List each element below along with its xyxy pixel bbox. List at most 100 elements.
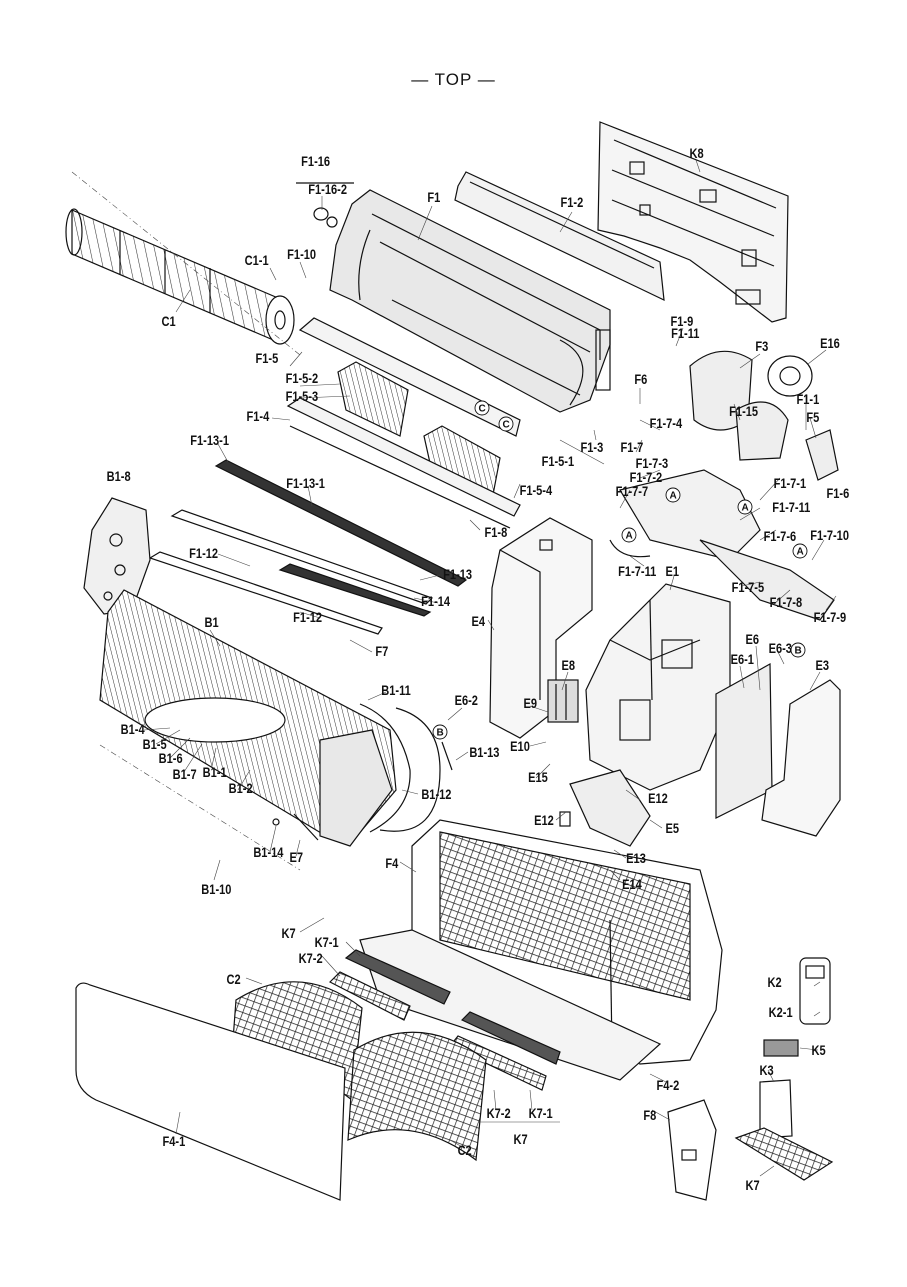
label-f1-7-1: F1-7-1	[774, 476, 807, 491]
label-f4-2: F4-2	[657, 1078, 680, 1093]
thermistor-b1-13	[441, 741, 453, 771]
label-e15: E15	[528, 770, 548, 785]
svg-text:C: C	[479, 404, 486, 415]
label-k7-1: K7-1	[529, 1106, 553, 1121]
label-f1-5-2: F1-5-2	[286, 371, 319, 386]
cover-f8	[667, 1099, 717, 1201]
label-e12-upper: E12	[648, 791, 668, 806]
label-f1-1: F1-1	[797, 392, 820, 407]
label-f1-7-9: F1-7-9	[814, 610, 847, 625]
label-f6: F6	[634, 372, 647, 387]
label-f7: F7	[375, 644, 388, 659]
label-f1-5-1: F1-5-1	[542, 454, 575, 469]
svg-text:B: B	[437, 728, 444, 739]
label-b1-6: B1-6	[159, 751, 183, 766]
label-f1-14: F1-14	[421, 594, 450, 609]
label-f1-3: F1-3	[581, 440, 604, 455]
label-f5: F5	[806, 410, 819, 425]
marker-b: B	[432, 724, 448, 740]
label-b1-14: B1-14	[253, 845, 283, 860]
label-e6-3: E6-3	[769, 641, 792, 656]
filter-k7-left	[328, 949, 561, 1091]
label-k2: K2	[768, 975, 782, 990]
label-k7-top: K7	[282, 926, 296, 941]
screw-b1-14	[272, 818, 280, 826]
evaporator-b1	[99, 589, 441, 847]
thermistor-e7	[293, 813, 319, 841]
label-f1-5-4: F1-5-4	[520, 483, 553, 498]
label-e14: E14	[622, 877, 642, 892]
remote-holder-k3	[759, 1079, 793, 1139]
label-f1-5-3: F1-5-3	[286, 389, 319, 404]
label-e16: E16	[820, 336, 840, 351]
leader-lines	[143, 159, 837, 1177]
front-panel-f4-1	[75, 982, 346, 1201]
svg-text:B: B	[795, 646, 802, 657]
label-c1-1: C1-1	[245, 253, 269, 268]
label-f1-12: F1-12	[293, 610, 322, 625]
label-k5: K5	[812, 1043, 826, 1058]
label-f4-1: F4-1	[163, 1134, 186, 1149]
bearing-f1-16	[296, 182, 354, 228]
svg-text:A: A	[742, 503, 749, 514]
marker-c: C	[474, 400, 490, 416]
label-e8: E8	[561, 658, 575, 673]
label-b1: B1	[205, 615, 219, 630]
svg-text:A: A	[797, 547, 804, 558]
label-f1-7-4: F1-7-4	[650, 416, 683, 431]
label-e7: E7	[289, 850, 303, 865]
label-k7-mid: K7	[514, 1132, 528, 1147]
label-e3: E3	[815, 658, 829, 673]
remote-control-k2	[799, 957, 831, 1025]
marker-a: A	[665, 487, 681, 503]
swing-motor-assembly-f1-7	[609, 469, 835, 621]
air-filter-c2-right	[347, 1031, 487, 1162]
label-f1-7: F1-7	[621, 440, 644, 455]
label-f1-15: F1-15	[729, 404, 758, 419]
label-e9: E9	[523, 696, 537, 711]
label-b1-8: B1-8	[107, 469, 131, 484]
main-frame-f1	[329, 189, 611, 413]
label-f1-2: F1-2	[561, 195, 584, 210]
label-b1-5: B1-5	[143, 737, 167, 752]
label-f1-7-10: F1-7-10	[810, 528, 849, 543]
label-k7-1-top: K7-1	[315, 935, 339, 950]
label-b1-2: B1-2	[229, 781, 253, 796]
damper-f1-6	[805, 429, 839, 481]
part-labels: F1-16 F1-16-2 F1 F1-2 K8 C1-1 F1-10 C1 F…	[107, 146, 850, 1193]
label-b1-10: B1-10	[201, 882, 231, 897]
label-f1-7-3: F1-7-3	[636, 456, 669, 471]
label-f1-7-2: F1-7-2	[630, 470, 663, 485]
label-f1-10: F1-10	[287, 247, 316, 262]
label-f1-16-2: F1-16-2	[308, 182, 347, 197]
vane-f1-13	[148, 459, 468, 635]
label-e6: E6	[745, 632, 759, 647]
label-b1-12: B1-12	[421, 787, 451, 802]
label-f1-5: F1-5	[256, 351, 279, 366]
drain-pan-f1-2	[454, 171, 665, 302]
label-e10: E10	[510, 739, 530, 754]
louver-assembly-f1-5	[286, 317, 521, 529]
marker-a: A	[621, 527, 637, 543]
label-f1-12-top: F1-12	[189, 546, 218, 561]
label-f1: F1	[427, 190, 440, 205]
label-f1-11: F1-11	[671, 326, 699, 341]
label-f4: F4	[385, 856, 398, 871]
shield-e3	[761, 679, 841, 837]
label-f3: F3	[755, 339, 768, 354]
label-f1-16: F1-16	[301, 154, 330, 169]
label-f1-7-6: F1-7-6	[764, 529, 797, 544]
label-f1-13-1-top: F1-13-1	[190, 433, 229, 448]
label-e5: E5	[665, 821, 679, 836]
control-box-e1	[585, 583, 731, 791]
fan-motor-e16	[767, 355, 813, 397]
mounting-plate-k8	[597, 121, 789, 323]
battery-k5	[763, 1039, 799, 1057]
label-e13: E13	[626, 851, 646, 866]
label-f1-7-11-top: F1-7-11	[772, 500, 810, 515]
label-e6-1: E6-1	[731, 652, 754, 667]
svg-text:A: A	[626, 531, 633, 542]
label-f1-7-7: F1-7-7	[616, 484, 649, 499]
label-f1-7-11: F1-7-11	[618, 564, 656, 579]
